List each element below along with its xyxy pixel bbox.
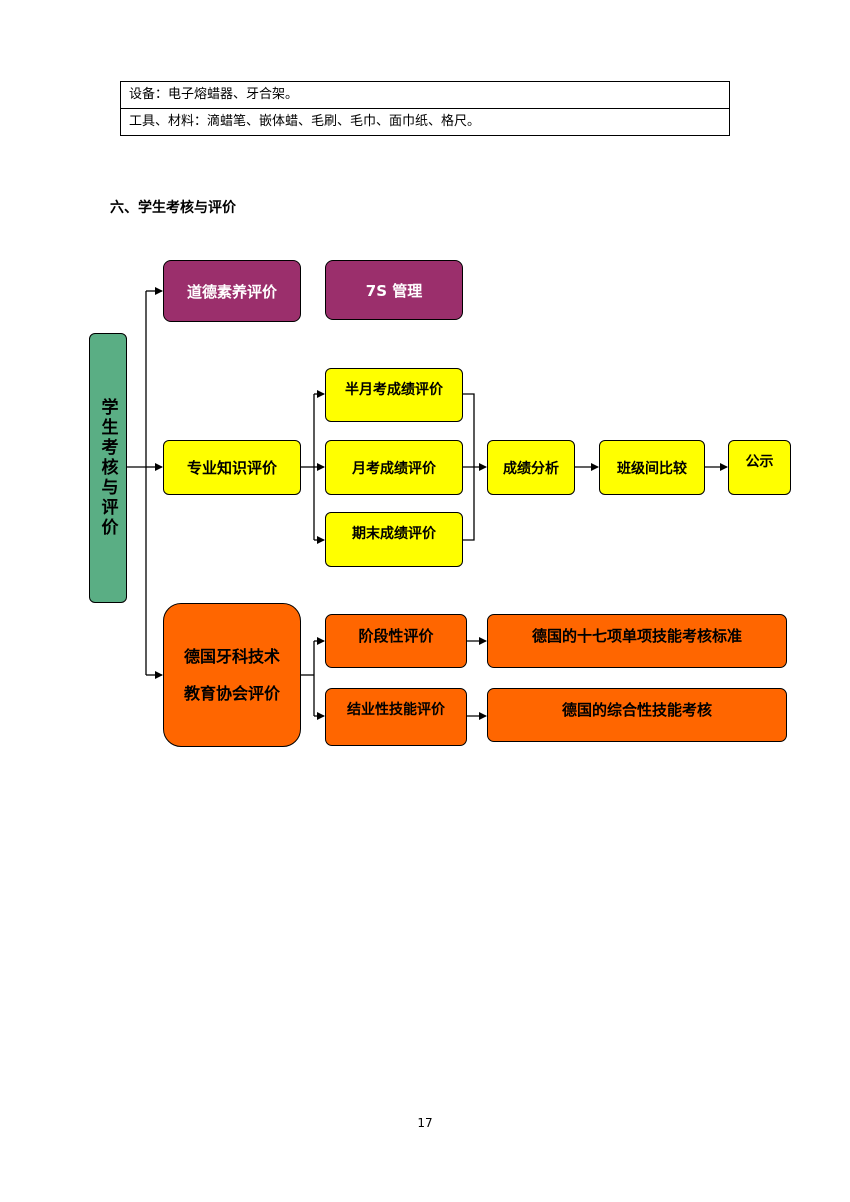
root-node-student-assessment: 学生考核与评价 (89, 333, 127, 603)
node-7s-management: 7S 管理 (325, 260, 463, 320)
equipment-table: 设备：电子熔蜡器、牙合架。 工具、材料：滴蜡笔、嵌体蜡、毛刷、毛巾、面巾纸、格尺… (120, 81, 730, 136)
page-number: 17 (417, 1116, 433, 1130)
node-publish: 公示 (728, 440, 791, 495)
node-half-month-exam: 半月考成绩评价 (325, 368, 463, 422)
node-comprehensive-assessment: 德国的综合性技能考核 (487, 688, 787, 742)
node-score-analysis: 成绩分析 (487, 440, 575, 495)
node-final-exam: 期末成绩评价 (325, 512, 463, 567)
equipment-tools-cell: 工具、材料：滴蜡笔、嵌体蜡、毛刷、毛巾、面巾纸、格尺。 (120, 108, 730, 136)
section-title: 六、学生考核与评价 (110, 200, 236, 216)
node-monthly-exam: 月考成绩评价 (325, 440, 463, 495)
node-stage-evaluation: 阶段性评价 (325, 614, 467, 668)
node-german-association: 德国牙科技术教育协会评价 (163, 603, 301, 747)
node-completion-evaluation: 结业性技能评价 (325, 688, 467, 746)
node-professional-knowledge: 专业知识评价 (163, 440, 301, 495)
equipment-devices-cell: 设备：电子熔蜡器、牙合架。 (120, 81, 730, 109)
node-seventeen-skills-standard: 德国的十七项单项技能考核标准 (487, 614, 787, 668)
node-class-comparison: 班级间比较 (599, 440, 705, 495)
node-moral-evaluation: 道德素养评价 (163, 260, 301, 322)
table-row: 设备：电子熔蜡器、牙合架。 (120, 81, 730, 109)
table-row: 工具、材料：滴蜡笔、嵌体蜡、毛刷、毛巾、面巾纸、格尺。 (120, 108, 730, 136)
